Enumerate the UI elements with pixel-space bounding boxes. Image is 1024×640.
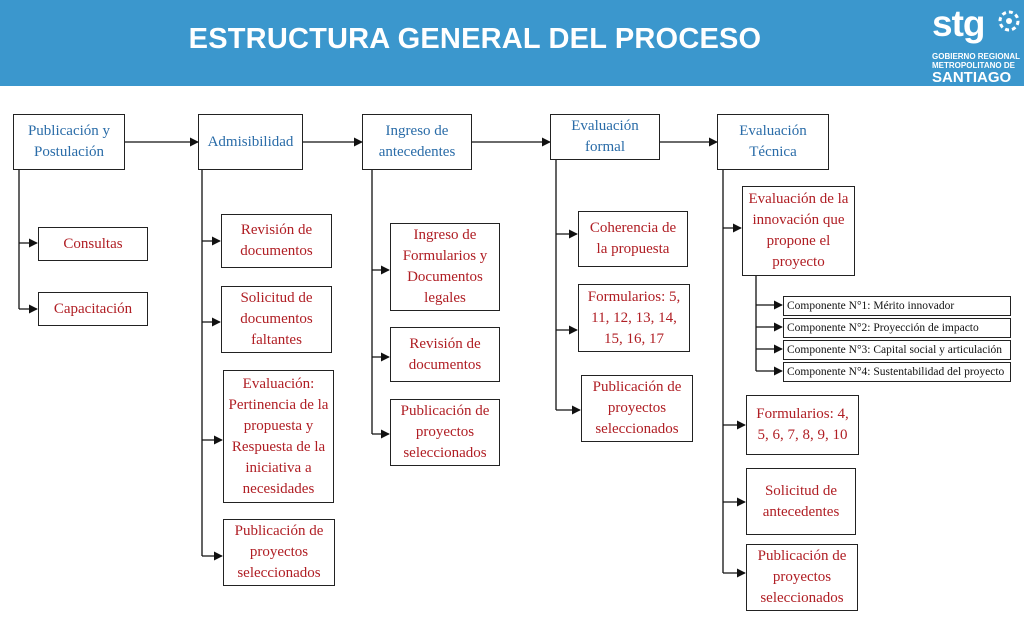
task-formularios-tecnica: Formularios: 4, 5, 6, 7, 8, 9, 10 <box>746 395 859 455</box>
gore-logo: stg GOBIERNO REGIONAL METROPOLITANO DE S… <box>930 4 1024 86</box>
task-revision-documentos: Revisión de documentos <box>221 214 332 268</box>
task-publicacion-formal: Publicación de proyectos seleccionados <box>581 375 693 442</box>
task-formularios-formal: Formularios: 5, 11, 12, 13, 14, 15, 16, … <box>578 284 690 352</box>
task-consultas: Consultas <box>38 227 148 261</box>
task-publicacion-admisibilidad: Publicación de proyectos seleccionados <box>223 519 335 586</box>
logo-line-2: METROPOLITANO DE <box>932 61 1015 70</box>
stage-evaluacion-tecnica: Evaluación Técnica <box>717 114 829 170</box>
componente-2: Componente N°2: Proyección de impacto <box>783 318 1011 338</box>
task-capacitacion: Capacitación <box>38 292 148 326</box>
task-solicitud-antecedentes: Solicitud de antecedentes <box>746 468 856 535</box>
stage-publicacion-postulacion: Publicación y Postulación <box>13 114 125 170</box>
task-evaluacion-pertinencia: Evaluación: Pertinencia de la propuesta … <box>223 370 334 503</box>
task-evaluacion-innovacion: Evaluación de la innovación que propone … <box>742 186 855 276</box>
stage-ingreso-antecedentes: Ingreso de antecedentes <box>362 114 472 170</box>
task-ingreso-formularios: Ingreso de Formularios y Documentos lega… <box>390 223 500 311</box>
task-revision-documentos-ingreso: Revisión de documentos <box>390 327 500 382</box>
task-publicacion-tecnica: Publicación de proyectos seleccionados <box>746 544 858 611</box>
logo-mark: stg <box>932 3 985 44</box>
componente-1: Componente N°1: Mérito innovador <box>783 296 1011 316</box>
stage-admisibilidad: Admisibilidad <box>198 114 303 170</box>
logo-swirl-icon <box>998 10 1020 32</box>
task-coherencia-propuesta: Coherencia de la propuesta <box>578 211 688 267</box>
stage-evaluacion-formal: Evaluación formal <box>550 114 660 160</box>
task-solicitud-documentos: Solicitud de documentos faltantes <box>221 286 332 353</box>
componente-4: Componente N°4: Sustentabilidad del proy… <box>783 362 1011 382</box>
logo-line-3: SANTIAGO <box>932 69 1012 86</box>
componente-3: Componente N°3: Capital social y articul… <box>783 340 1011 360</box>
task-publicacion-ingreso: Publicación de proyectos seleccionados <box>390 399 500 466</box>
logo-line-1: GOBIERNO REGIONAL <box>932 52 1021 61</box>
page-title: ESTRUCTURA GENERAL DEL PROCESO <box>188 23 762 55</box>
header-banner: ESTRUCTURA GENERAL DEL PROCESO stg GOBIE… <box>0 0 1024 86</box>
